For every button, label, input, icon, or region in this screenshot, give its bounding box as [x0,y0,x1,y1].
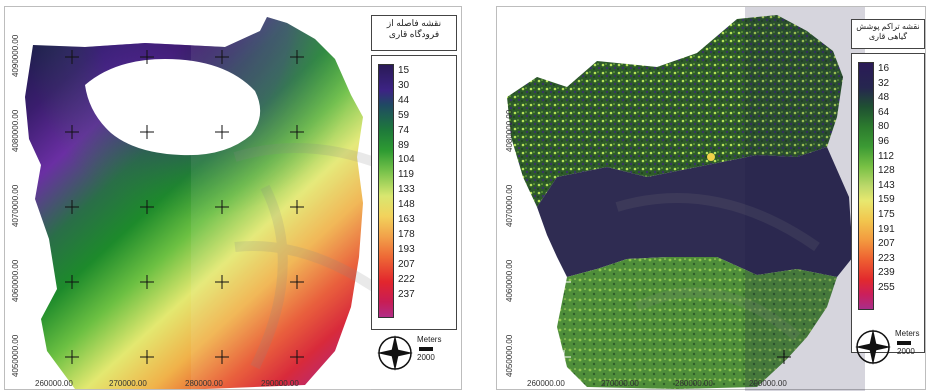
legend-label: 112 [878,150,894,162]
distance-map [25,7,448,391]
y-tick-label: 4050000.00 [11,334,20,377]
vegetation-middle-zone [537,147,853,277]
vegetation-map [507,7,865,391]
legend-label: 128 [878,165,895,177]
legend-label: 175 [878,208,895,220]
legend-label: 48 [878,92,890,104]
legend-label: 30 [398,79,410,91]
legend-label: 80 [878,121,890,133]
legend-label: 237 [398,288,415,300]
y-tick-label: 4080000.00 [11,109,20,152]
legend-label: 223 [878,252,895,264]
legend: 16 32 48 64 80 96 112 128 143 159 175 19… [851,53,925,353]
legend-label: 59 [398,109,410,121]
legend-labels: 16 32 48 64 80 96 112 128 143 159 175 19… [878,62,895,296]
y-tick-label: 4060000.00 [505,259,514,302]
legend-label: 44 [398,94,410,106]
color-ramp [858,62,874,310]
y-tick-label: 4060000.00 [11,259,20,302]
scale-unit: Meters [895,329,920,338]
north-arrow-icon [377,335,413,371]
map-title: نقشه تراکم پوشش گیاهی قاری [851,19,925,49]
legend-label: 239 [878,267,895,279]
north-arrow-icon [855,329,891,365]
y-tick-label: 4090000.00 [11,34,20,77]
scale-value: 2000 [897,347,915,356]
x-tick-label: 260000.00 [35,379,73,388]
legend-label: 16 [878,63,890,74]
legend-label: 163 [398,214,415,226]
vegetation-map-panel: 4080000.00 4070000.00 4060000.00 4050000… [496,6,926,391]
y-tick-label: 4080000.00 [505,109,514,152]
y-tick-label: 4070000.00 [505,184,514,227]
legend-label: 89 [398,139,410,151]
distance-map-panel: 4090000.00 4080000.00 4070000.00 4060000… [4,6,462,391]
legend-label: 119 [398,169,414,181]
scale-bar [419,347,433,351]
scale-bar [897,341,911,345]
legend-label: 222 [398,273,415,285]
legend-label: 15 [398,65,410,76]
legend-label: 207 [398,258,415,270]
vegetation-top-zone [507,15,843,207]
grid-crosses [557,275,791,364]
x-tick-label: 270000.00 [109,379,147,388]
legend-label: 74 [398,124,410,136]
color-ramp [378,64,394,318]
legend-label: 96 [878,135,890,147]
legend-label: 104 [398,154,415,166]
legend-label: 178 [398,228,415,240]
x-tick-label: 290000.00 [261,379,299,388]
legend-label: 133 [398,184,415,196]
x-tick-label: 260000.00 [527,379,565,388]
legend: 15 30 44 59 74 89 104 119 133 148 163 17… [371,55,457,330]
x-tick-label: 280000.00 [185,379,223,388]
scale-unit: Meters [417,335,442,344]
legend-label: 255 [878,281,895,293]
grid-crosses [65,50,304,364]
map-title: نقشه فاصله از فرودگاه قاری [371,15,457,51]
x-tick-label: 290000.00 [749,379,787,388]
vegetation-bottom-zone [557,257,837,389]
legend-label: 207 [878,238,895,250]
legend-label: 32 [878,77,890,89]
distance-map-hole [85,59,261,156]
legend-label: 143 [878,179,895,191]
vegetation-hotspot [707,153,715,161]
legend-labels: 15 30 44 59 74 89 104 119 133 148 163 17… [398,64,415,303]
x-tick-label: 270000.00 [601,379,639,388]
legend-label: 64 [878,106,890,118]
y-tick-label: 4050000.00 [505,334,514,377]
scale-value: 2000 [417,353,435,362]
y-tick-label: 4070000.00 [11,184,20,227]
x-tick-label: 280000.00 [675,379,713,388]
legend-label: 159 [878,194,895,206]
legend-label: 191 [878,223,895,235]
legend-label: 148 [398,199,415,211]
legend-label: 193 [398,243,415,255]
